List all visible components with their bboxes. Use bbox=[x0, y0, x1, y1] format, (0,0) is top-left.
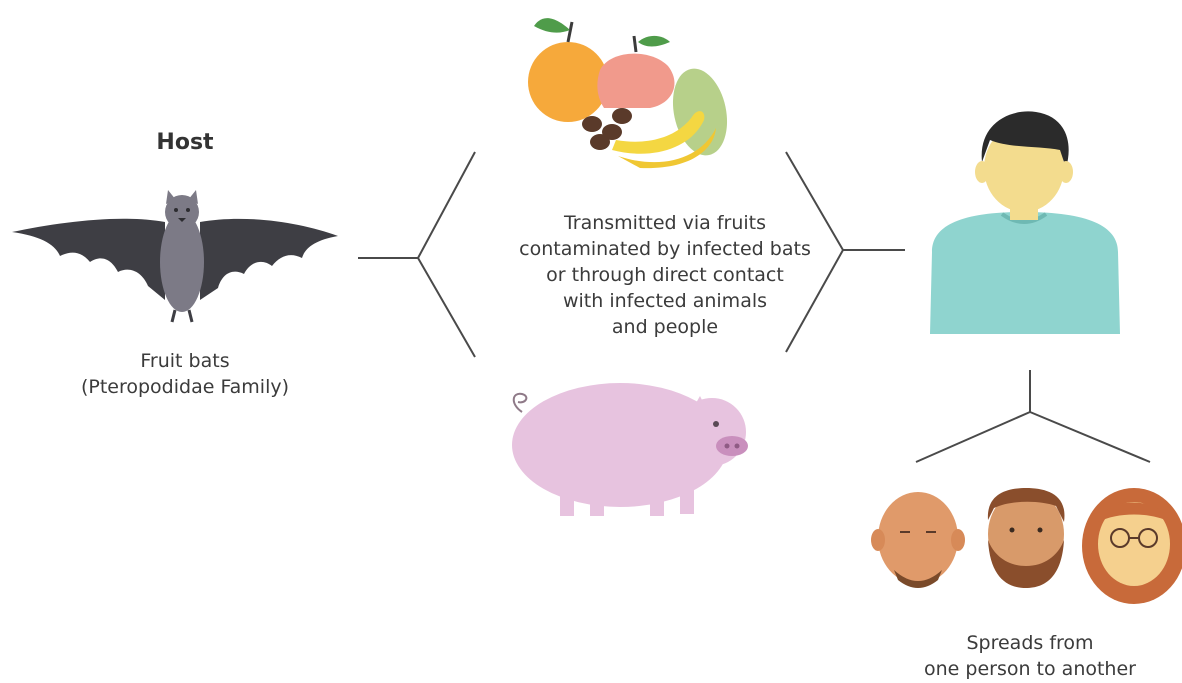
fruits-icon bbox=[528, 18, 728, 169]
spread-caption-line: Spreads from bbox=[966, 632, 1094, 654]
transmission-caption-line: and people bbox=[611, 316, 719, 338]
people-group-icon bbox=[871, 488, 1182, 604]
transmission-caption-line: Transmitted via fruits bbox=[563, 212, 767, 234]
curly-haired-woman-face-icon bbox=[1082, 488, 1182, 604]
spread-caption-line: one person to another bbox=[924, 658, 1136, 680]
split-right-line bbox=[1029, 411, 1151, 463]
split-left-line bbox=[915, 411, 1031, 463]
transmission-caption-line: contaminated by infected bats bbox=[519, 238, 811, 260]
bat-caption-line: Fruit bats bbox=[140, 350, 230, 372]
bat-caption: Fruit bats (Pteropodidae Family) bbox=[20, 348, 350, 400]
bat-caption-line: (Pteropodidae Family) bbox=[80, 376, 290, 398]
left-bracket bbox=[416, 151, 476, 358]
transmission-caption: Transmitted via fruits contaminated by i… bbox=[455, 210, 875, 340]
host-title: Host bbox=[156, 130, 214, 155]
bald-man-face-icon bbox=[871, 492, 965, 588]
pig-icon bbox=[512, 383, 748, 516]
connector-lines bbox=[358, 151, 1151, 463]
bearded-man-face-icon bbox=[987, 488, 1065, 588]
person-icon bbox=[930, 111, 1120, 334]
transmission-caption-line: with infected animals bbox=[562, 290, 768, 312]
spread-caption: Spreads from one person to another bbox=[880, 630, 1180, 682]
fruit-bat-icon bbox=[12, 190, 338, 323]
transmission-caption-line: or through direct contact bbox=[546, 264, 784, 286]
